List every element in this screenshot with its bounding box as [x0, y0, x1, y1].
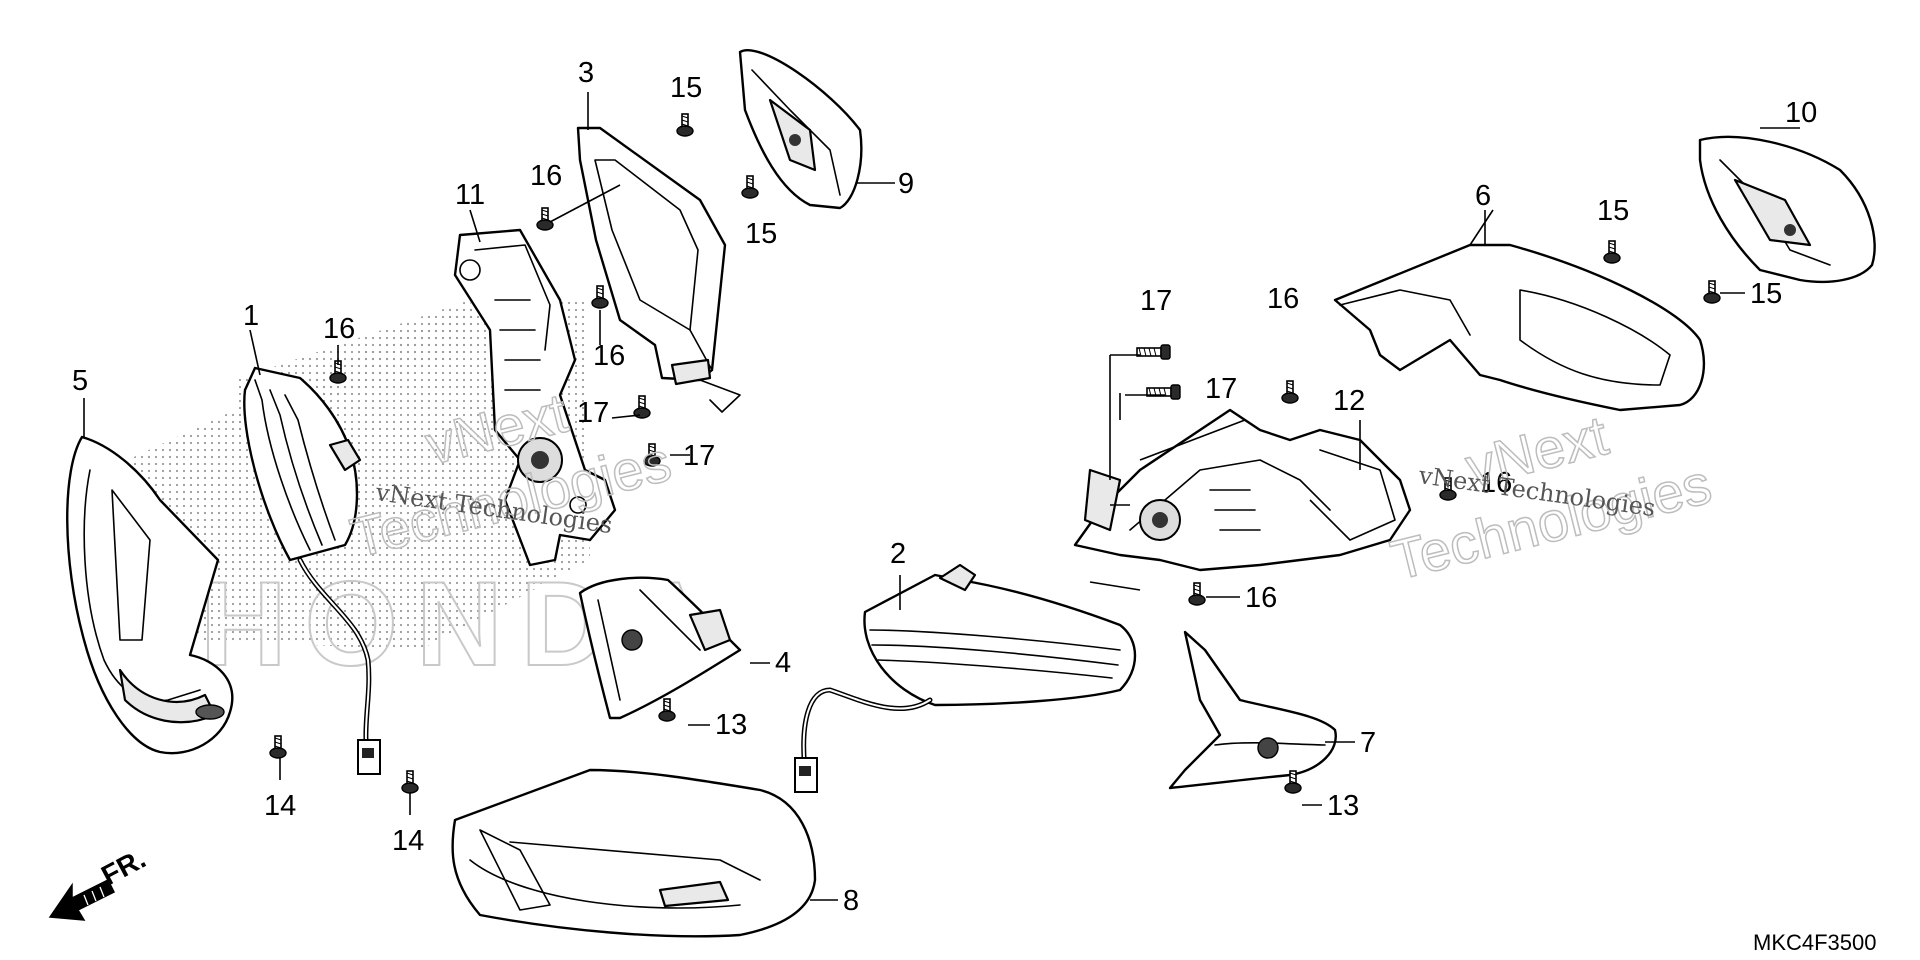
callout-17-d: 17	[1205, 373, 1237, 405]
callout-labels: 1 2 3 4 5 6 7 8 9 10 11 12 13 13 14 14 1…	[72, 57, 1817, 917]
callout-15-b: 15	[745, 218, 777, 250]
callout-2: 2	[890, 538, 906, 570]
part-5-left-mirror-housing	[66, 435, 234, 755]
callout-4: 4	[775, 647, 791, 679]
callout-16-a: 16	[530, 160, 562, 192]
callout-10: 10	[1785, 97, 1817, 129]
callout-14-center: 14	[392, 825, 424, 857]
callout-7: 7	[1360, 727, 1376, 759]
callout-15-c: 15	[1597, 195, 1629, 227]
callout-17-a: 17	[577, 397, 609, 429]
callout-6: 6	[1475, 180, 1491, 212]
callout-16-b: 16	[323, 313, 355, 345]
part-1-left-turn-signal	[243, 366, 381, 775]
part-3-left-mirror-cover	[576, 126, 741, 413]
part-11-left-mirror-bracket	[453, 228, 617, 567]
part-8-left-mirror-lower-cover	[451, 768, 817, 938]
callout-3: 3	[578, 57, 594, 89]
callout-11: 11	[455, 179, 485, 211]
part-9-left-mirror-glass	[738, 49, 863, 210]
callout-1: 1	[243, 300, 259, 332]
callout-16-c: 16	[593, 340, 625, 372]
callout-15-d: 15	[1750, 278, 1782, 310]
callout-9: 9	[898, 168, 914, 200]
callout-13-left: 13	[715, 709, 747, 741]
callout-14-left: 14	[264, 790, 296, 822]
callout-5: 5	[72, 365, 88, 397]
part-7-right-lower-cover	[1168, 630, 1337, 790]
callout-12: 12	[1333, 385, 1365, 417]
callout-15-a: 15	[670, 72, 702, 104]
callout-16-d: 16	[1267, 283, 1299, 315]
callout-16-e: 16	[1245, 582, 1277, 614]
part-4-left-lower-cover	[578, 576, 742, 720]
callout-17-c: 17	[1140, 285, 1172, 317]
part-10-right-mirror-glass	[1698, 135, 1876, 284]
callout-13-right: 13	[1327, 790, 1359, 822]
callout-16-f: 16	[1480, 467, 1512, 499]
part-2-right-turn-signal	[794, 563, 1137, 793]
diagram-reference-code: MKC4F3500	[1753, 930, 1877, 955]
callout-17-b: 17	[683, 440, 715, 472]
callout-8: 8	[843, 885, 859, 917]
leader-lines	[83, 92, 1800, 901]
part-6-right-mirror-cover	[1333, 243, 1706, 412]
front-direction-arrow: FR.	[48, 843, 151, 921]
